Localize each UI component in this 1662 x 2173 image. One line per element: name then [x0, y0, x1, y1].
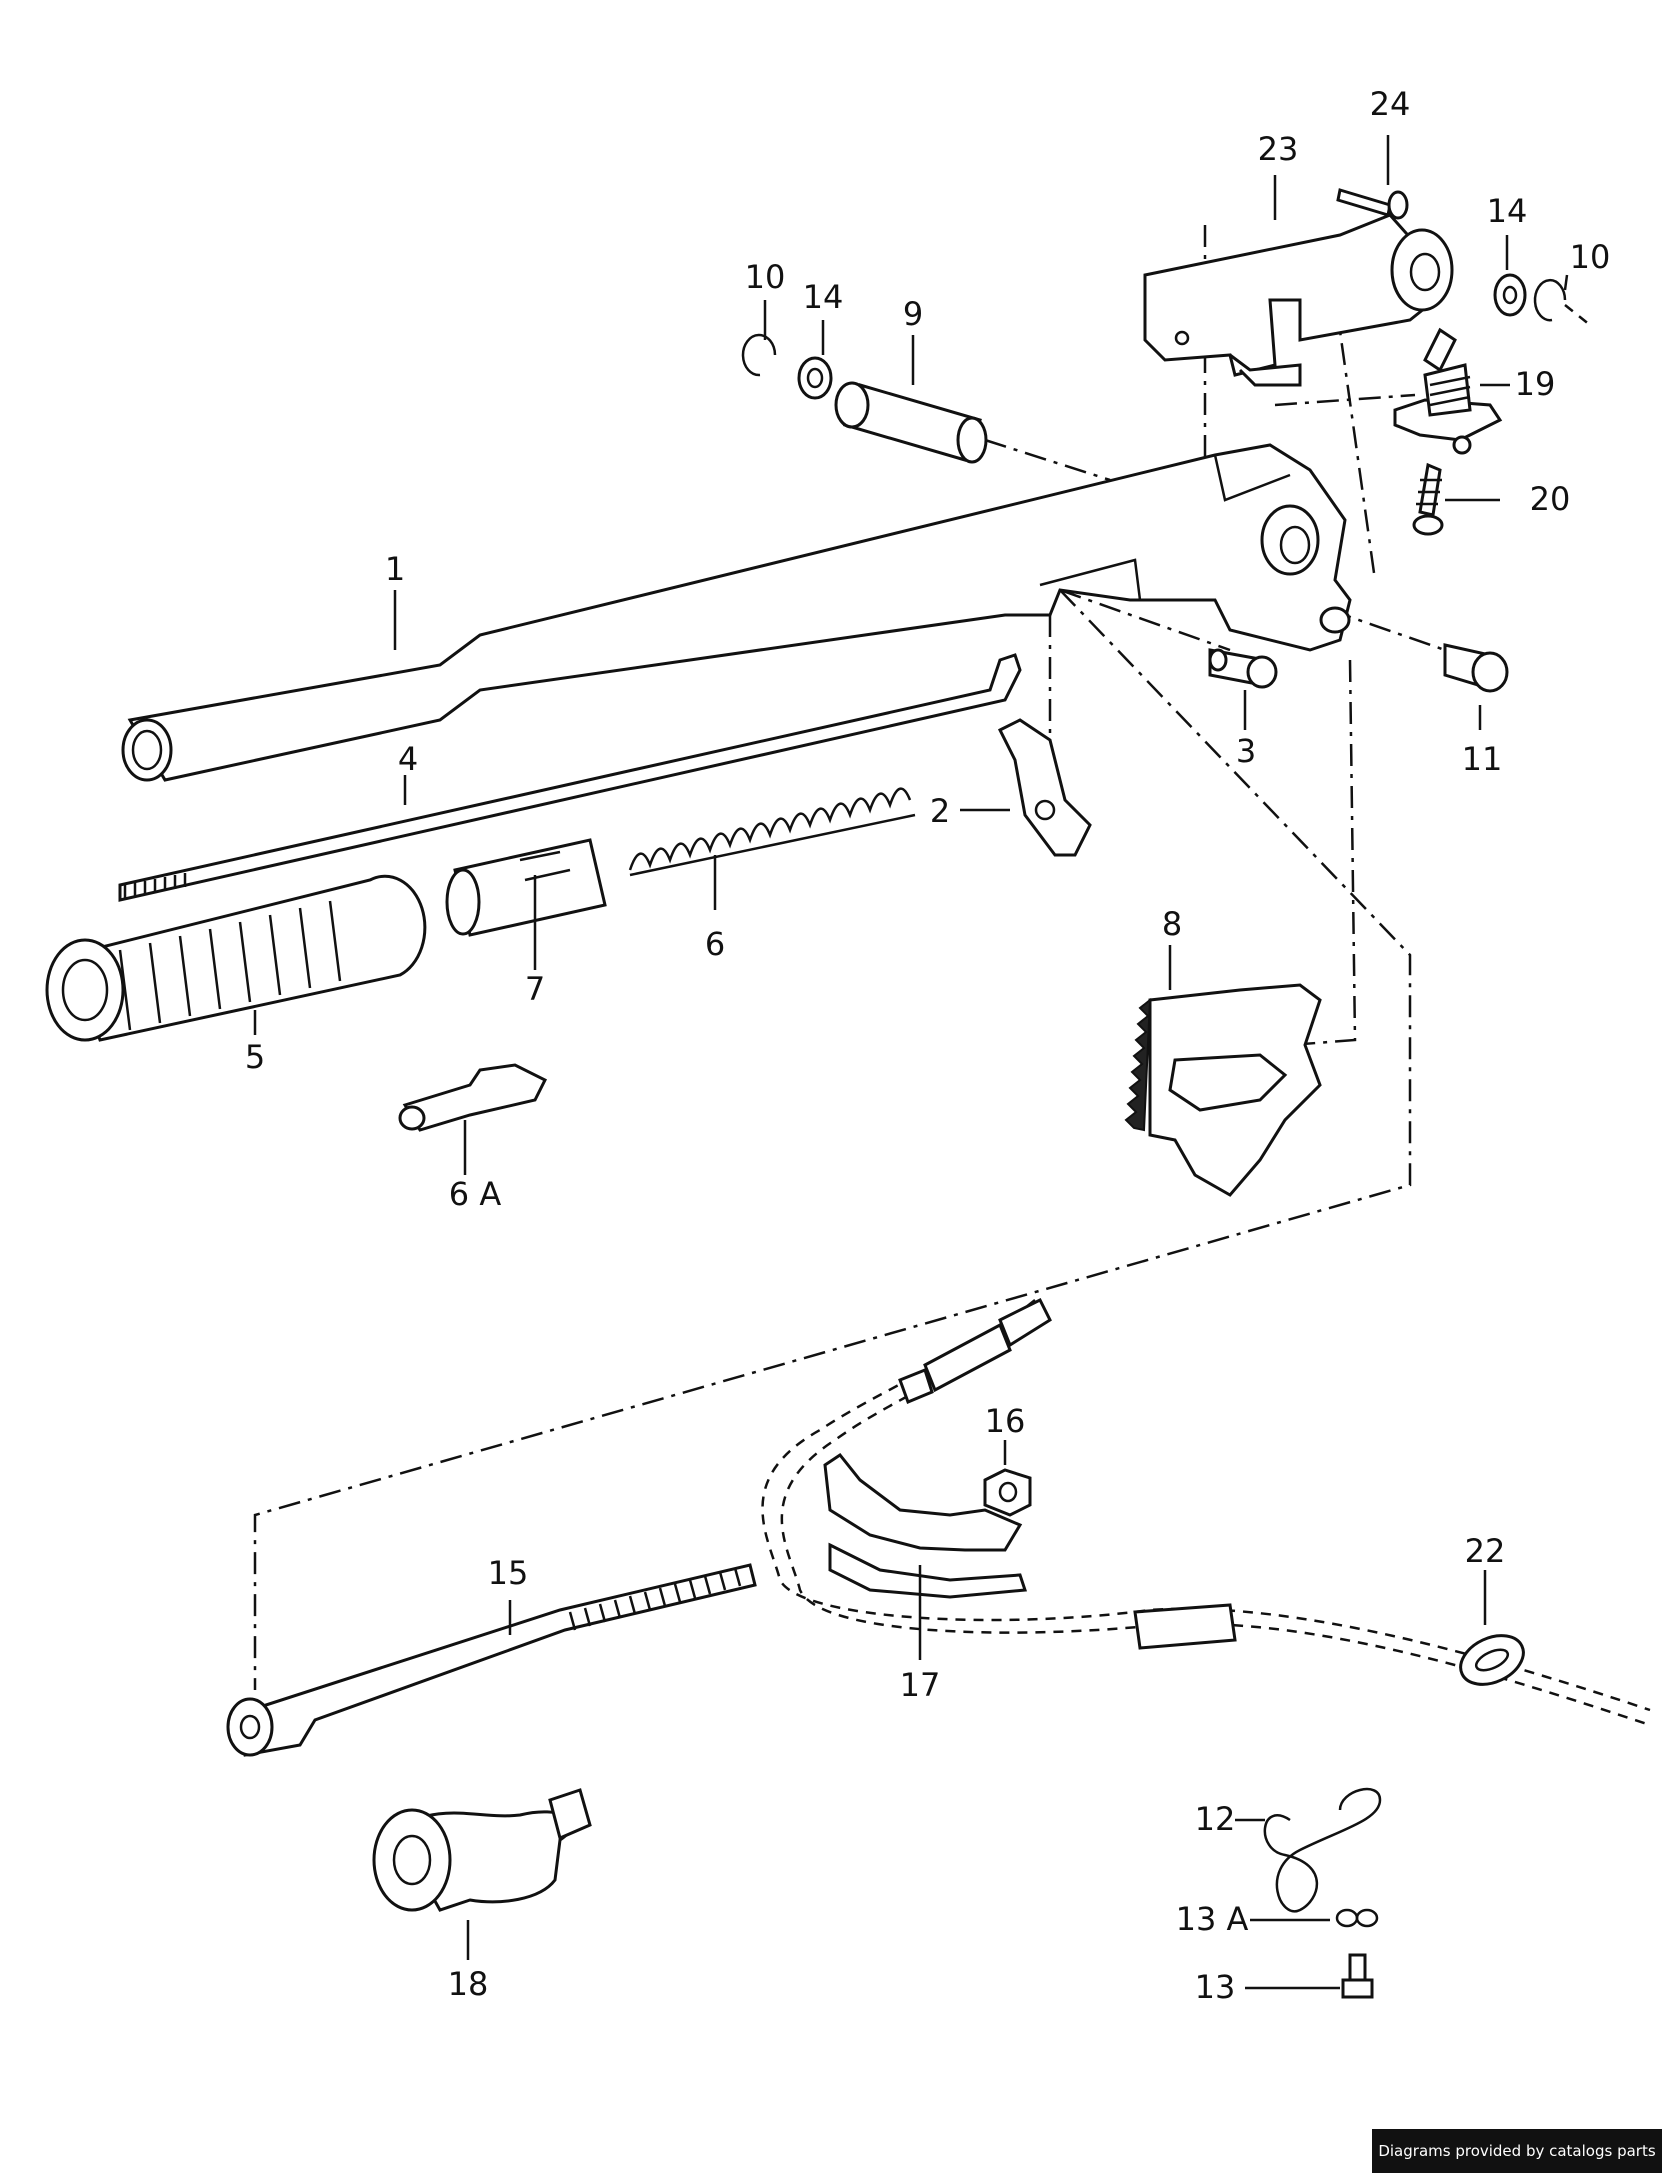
grommet-part-22: [1459, 1634, 1525, 1686]
clip-part-13a: [1335, 1908, 1379, 1928]
bracket-part-23: [1143, 213, 1454, 387]
callout-7: 7: [525, 970, 545, 1008]
callout-9: 9: [903, 295, 923, 333]
grip-part-5: [45, 874, 427, 1042]
pin-part-11: [1443, 643, 1509, 693]
equalizer-part-17: [823, 1452, 1028, 1599]
brake-cable: [761, 1297, 1651, 1727]
washer-circlip-right: [1493, 273, 1567, 322]
callout-13: 13: [1195, 1968, 1236, 2006]
ratchet-segment-part-8: [1124, 983, 1322, 1197]
callout-2: 2: [930, 792, 950, 830]
callout-4: 4: [398, 740, 418, 778]
sleeve-part-7: [445, 838, 607, 937]
credit-banner: Diagrams provided by catalogs parts: [1372, 2129, 1662, 2173]
callout-20: 20: [1530, 480, 1571, 518]
callout-labels: 1 2 3 4 5 6 6 A 7 8 9 10 10 11 12 13 13 …: [245, 85, 1611, 2006]
callout-8: 8: [1162, 905, 1182, 943]
circlip-washer-left: [741, 333, 833, 400]
callout-14-right: 14: [1487, 192, 1528, 230]
callout-17: 17: [900, 1666, 941, 1704]
pawl-part-2: [997, 718, 1092, 857]
leader-lines: [253, 135, 1569, 1990]
pin-part-9: [834, 381, 988, 464]
callout-11: 11: [1462, 740, 1503, 778]
pawl-rod-part-6a: [398, 1063, 548, 1132]
callout-24: 24: [1370, 85, 1411, 123]
lever-arm-part-1: [121, 443, 1352, 782]
callout-22: 22: [1465, 1532, 1506, 1570]
callout-23: 23: [1258, 130, 1299, 168]
callout-3: 3: [1236, 732, 1256, 770]
callout-19: 19: [1515, 365, 1556, 403]
switch-part-19: [1393, 327, 1503, 455]
callout-5: 5: [245, 1038, 265, 1076]
callout-18: 18: [448, 1965, 489, 2003]
bolt-part-13: [1341, 1953, 1374, 1999]
callout-13a: 13 A: [1176, 1900, 1249, 1938]
callout-12: 12: [1195, 1800, 1236, 1838]
screw-part-20: [1412, 462, 1444, 536]
callout-6: 6: [705, 925, 725, 963]
callout-1: 1: [385, 550, 405, 588]
push-rod-part-4: [118, 653, 1022, 902]
clip-part-12: [1263, 1787, 1382, 1913]
callout-10-right: 10: [1570, 238, 1611, 276]
screw-part-24: [1336, 188, 1409, 220]
callout-14-left: 14: [803, 278, 844, 316]
adjusting-rod-part-15: [226, 1563, 757, 1757]
callout-6a: 6 A: [449, 1175, 502, 1213]
spring-part-6: [628, 787, 916, 877]
callout-16: 16: [985, 1402, 1026, 1440]
nut-part-16: [983, 1468, 1032, 1517]
boot-part-18: [372, 1788, 592, 1912]
callout-10-left: 10: [745, 258, 786, 296]
callout-15: 15: [488, 1554, 529, 1592]
pin-part-3: [1208, 648, 1278, 689]
